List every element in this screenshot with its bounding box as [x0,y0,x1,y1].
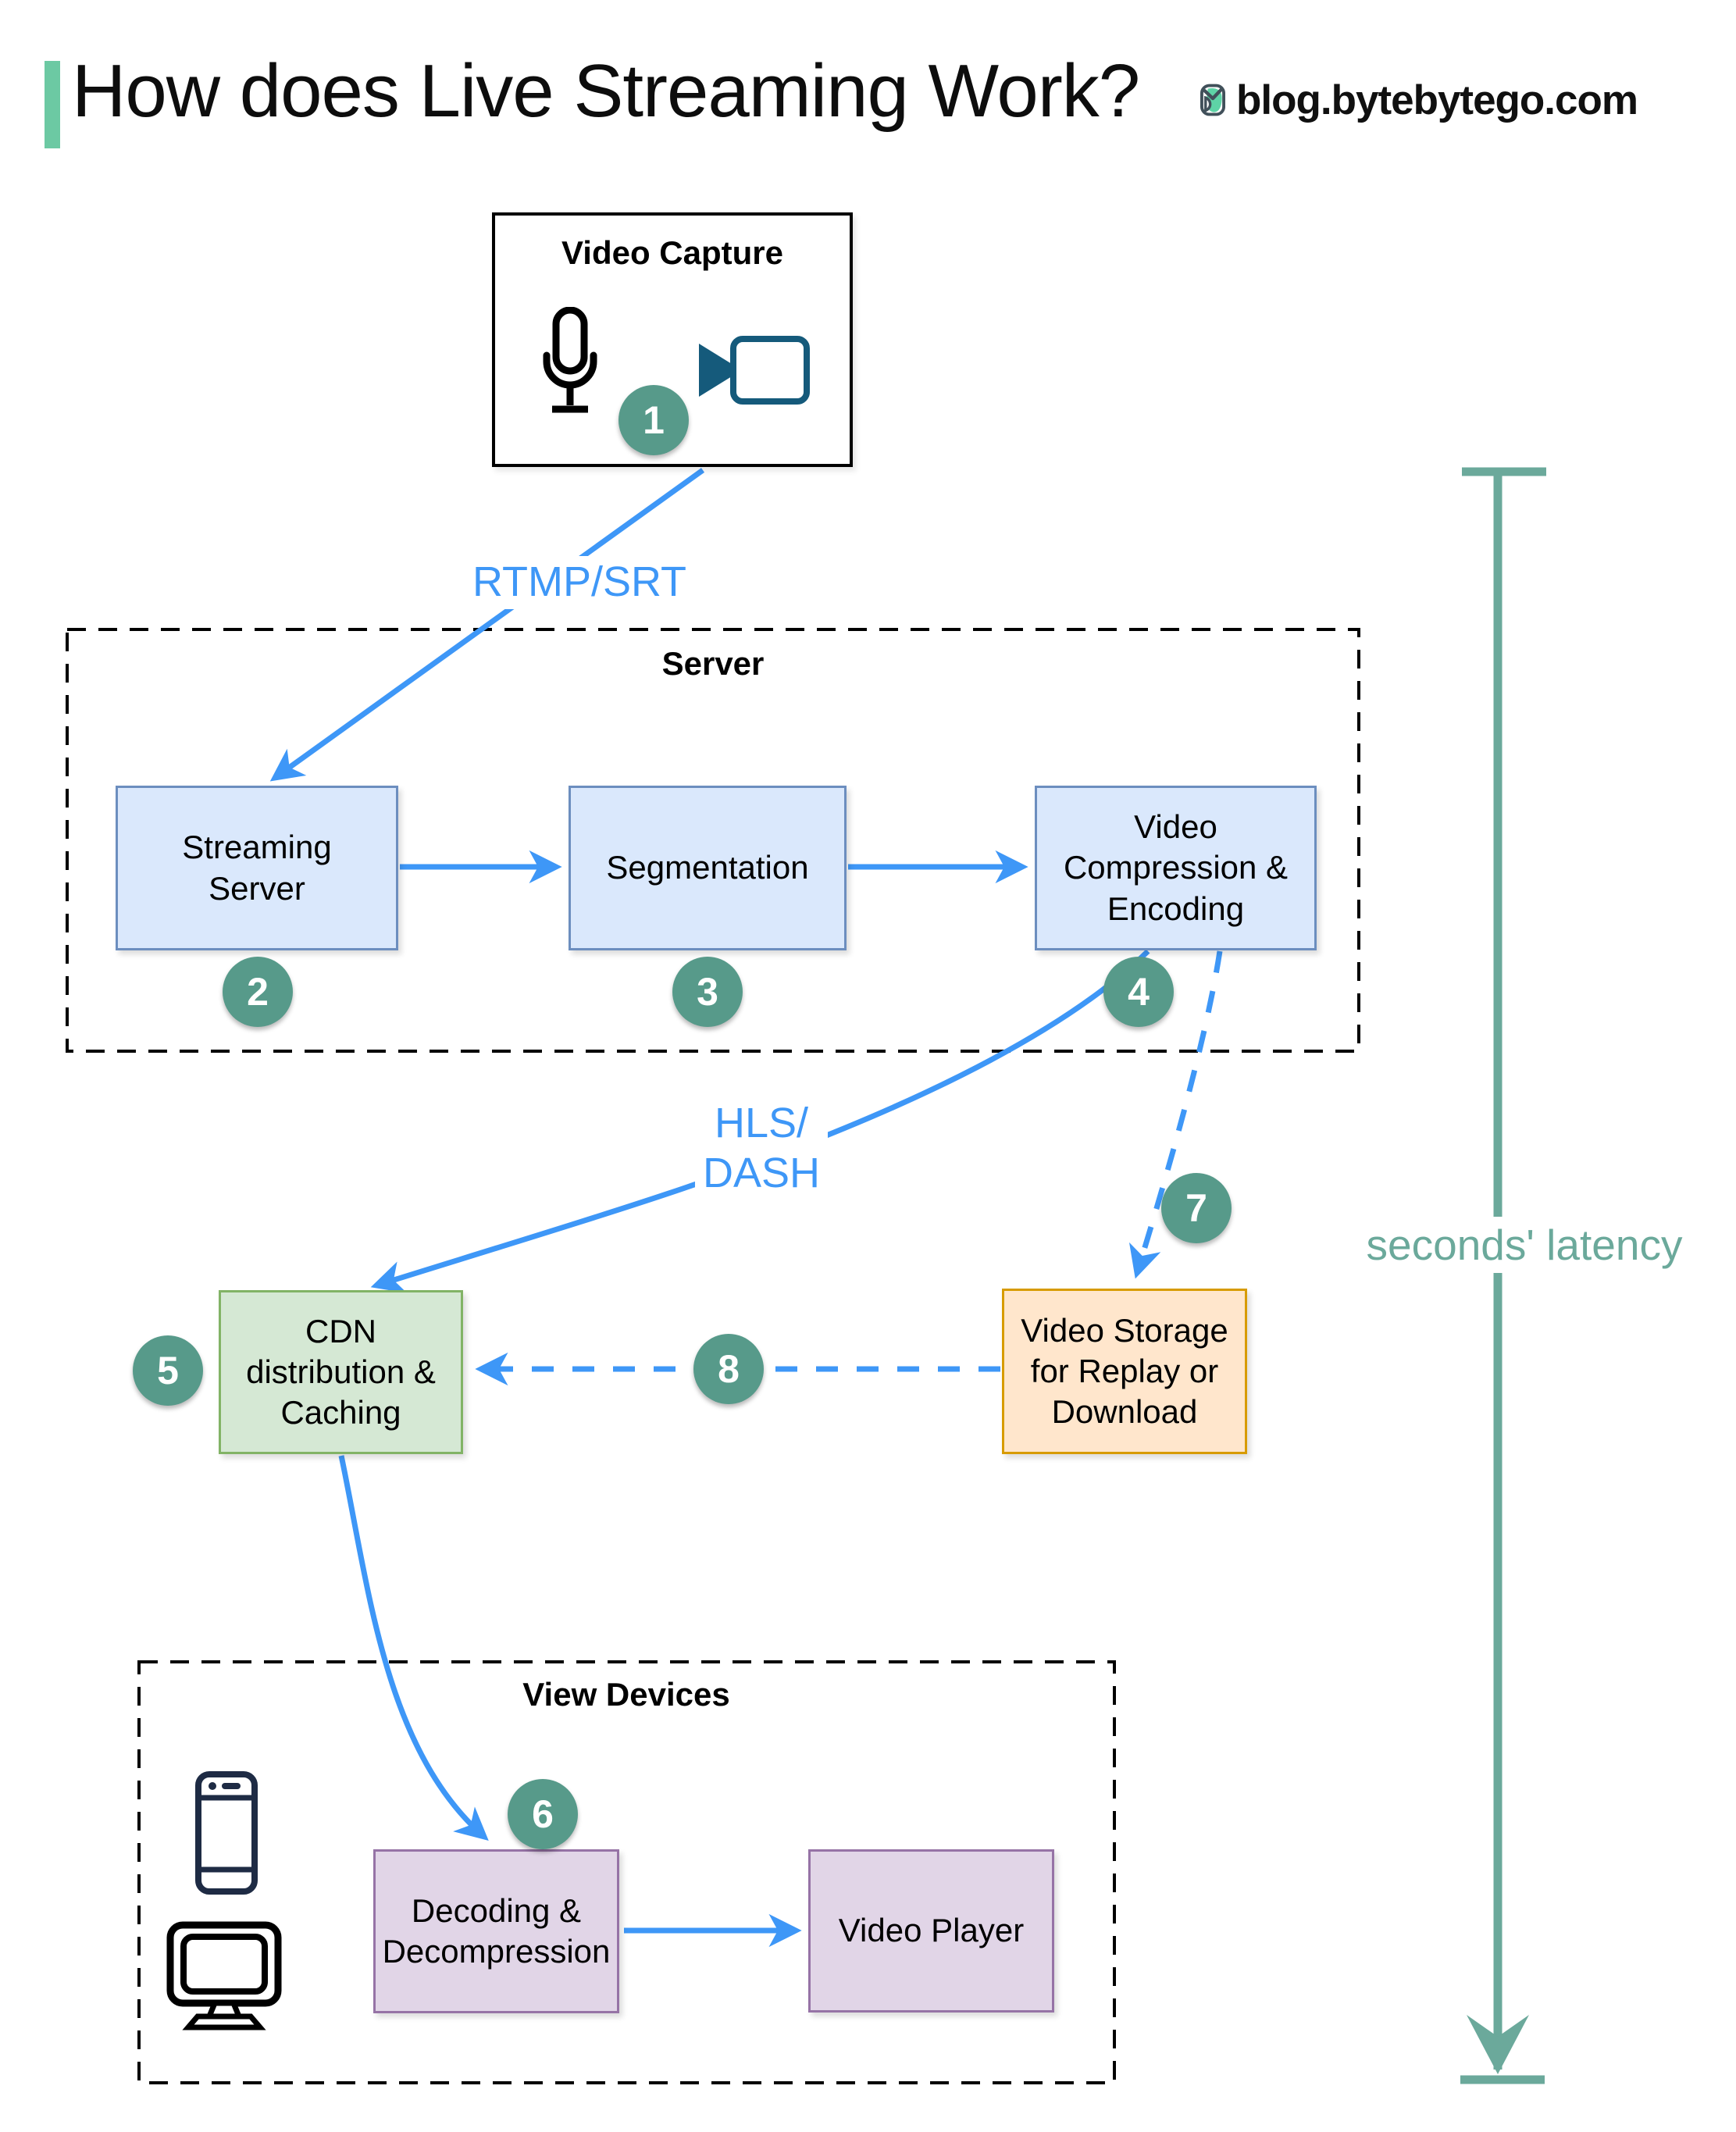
stream-protocol-label: HLS/ DASH [694,1097,829,1200]
step-4-badge: 4 [1103,957,1174,1027]
video-capture-title: Video Capture [561,234,783,271]
video-camera-icon [699,336,810,405]
cdn-label: CDN distribution & Caching [246,1312,436,1431]
streaming-server-box: Streaming Server [116,786,398,950]
video-storage-label: Video Storage for Replay or Download [1021,1311,1228,1431]
stream-protocol-line1: HLS/ [714,1100,809,1146]
step-2-badge: 2 [223,957,293,1027]
segmentation-label: Segmentation [606,849,809,886]
view-devices-group-title: View Devices [522,1676,730,1713]
step-6-badge: 6 [508,1779,578,1849]
video-storage-box: Video Storage for Replay or Download [1002,1289,1247,1454]
latency-measure-line [1460,467,1546,2084]
step-8-badge: 8 [693,1334,764,1404]
microphone-icon [543,307,597,413]
page-title: How does Live Streaming Work? [72,49,1140,133]
site-badge: blog.bytebytego.com [1200,65,1638,135]
step-5-badge: 5 [133,1335,203,1406]
site-url: blog.bytebytego.com [1236,77,1638,123]
video-compression-box: Video Compression & Encoding [1035,786,1317,950]
server-group-title: Server [661,645,765,682]
stream-protocol-line2: DASH [702,1149,821,1196]
bytebytego-logo-icon [1200,84,1226,116]
arrow-capture-to-streaming [269,468,705,782]
video-player-label: Video Player [838,1912,1025,1949]
cdn-box: CDN distribution & Caching [219,1290,463,1454]
latency-label: seconds' latency [1356,1217,1692,1273]
title-accent-bar [45,61,60,148]
segmentation-box: Segmentation [569,786,847,950]
video-compression-label: Video Compression & Encoding [1063,808,1289,927]
protocol-label: RTMP/SRT [464,556,695,609]
step-3-badge: 3 [672,957,743,1027]
arrow-cdn-to-decoding [338,1455,489,1841]
decoding-box: Decoding & Decompression [373,1849,619,2013]
decoding-label: Decoding & Decompression [382,1891,611,1970]
desktop-monitor-icon [166,1921,282,2030]
step-1-badge: 1 [618,385,689,455]
video-player-box: Video Player [808,1849,1054,2013]
smartphone-icon [195,1771,258,1895]
streaming-server-label: Streaming Server [182,829,332,907]
step-7-badge: 7 [1161,1173,1232,1243]
